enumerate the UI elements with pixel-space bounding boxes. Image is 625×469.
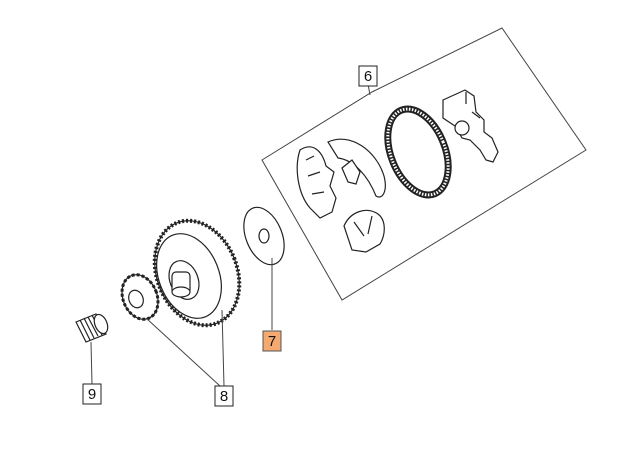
callout-6[interactable]: 6 <box>358 65 378 87</box>
needle-bearing <box>75 313 109 343</box>
clutch-shoe-lower <box>343 209 385 253</box>
callout-8-text: 8 <box>220 388 228 405</box>
callout-8[interactable]: 8 <box>214 385 234 407</box>
callout-9[interactable]: 9 <box>82 383 102 405</box>
clutch-drum <box>152 218 242 328</box>
leader-8b <box>221 309 225 387</box>
callout-7[interactable]: 7 <box>262 330 282 352</box>
clutch-shoe-upper <box>327 138 386 198</box>
group-6-boundary <box>261 27 587 301</box>
leader-9 <box>90 341 93 385</box>
clutch-spring <box>384 105 452 199</box>
callout-9-text: 9 <box>88 386 96 403</box>
leader-8a <box>145 317 221 387</box>
callout-7-text: 7 <box>268 333 276 350</box>
washer <box>243 206 285 266</box>
clutch-bracket <box>442 89 499 163</box>
callout-6-text: 6 <box>364 68 372 85</box>
clutch-hub <box>296 146 337 219</box>
rim-sprocket <box>120 273 160 321</box>
